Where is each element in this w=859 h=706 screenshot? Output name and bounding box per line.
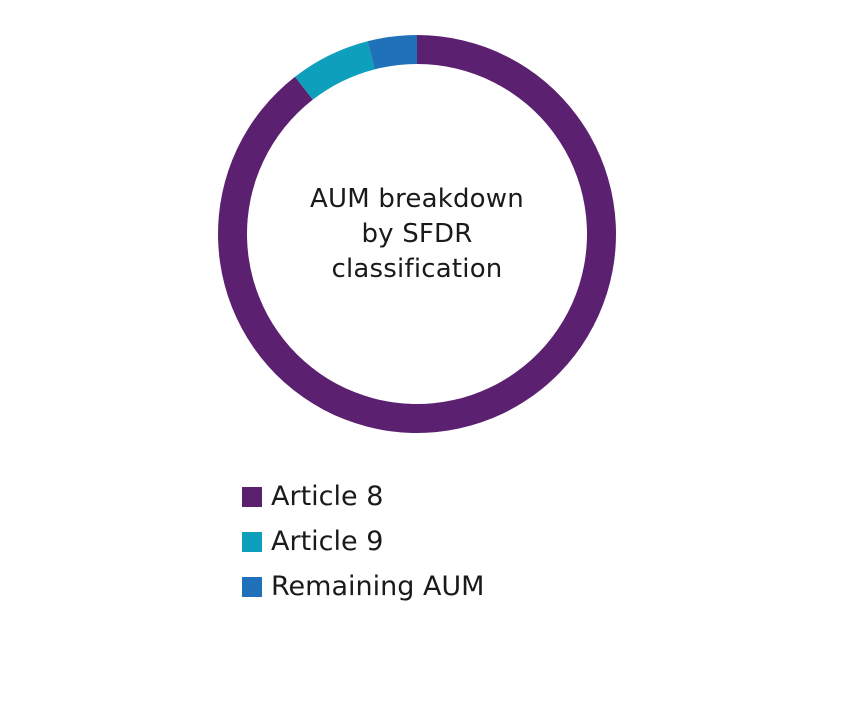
legend-item-remaining-aum: Remaining AUM (242, 564, 622, 609)
chart-title-line-3: classification (331, 254, 503, 284)
donut-slice-remaining-aum (367, 35, 417, 70)
chart-title-line-2: by SFDR (361, 219, 473, 249)
legend-label-article-8: Article 8 (271, 481, 384, 512)
chart-legend: Article 8 Article 9 Remaining AUM (242, 474, 622, 609)
legend-item-article-8: Article 8 (242, 474, 622, 519)
legend-label-article-9: Article 9 (271, 526, 384, 557)
chart-title: AUM breakdown by SFDR classification (267, 182, 567, 287)
legend-swatch-remaining-aum (242, 576, 262, 597)
legend-item-article-9: Article 9 (242, 519, 622, 564)
legend-swatch-article-8 (242, 486, 262, 507)
legend-swatch-article-9 (242, 531, 262, 552)
chart-title-line-1: AUM breakdown (310, 184, 524, 214)
legend-label-remaining-aum: Remaining AUM (271, 571, 485, 602)
donut-slice-article-9 (295, 41, 375, 100)
